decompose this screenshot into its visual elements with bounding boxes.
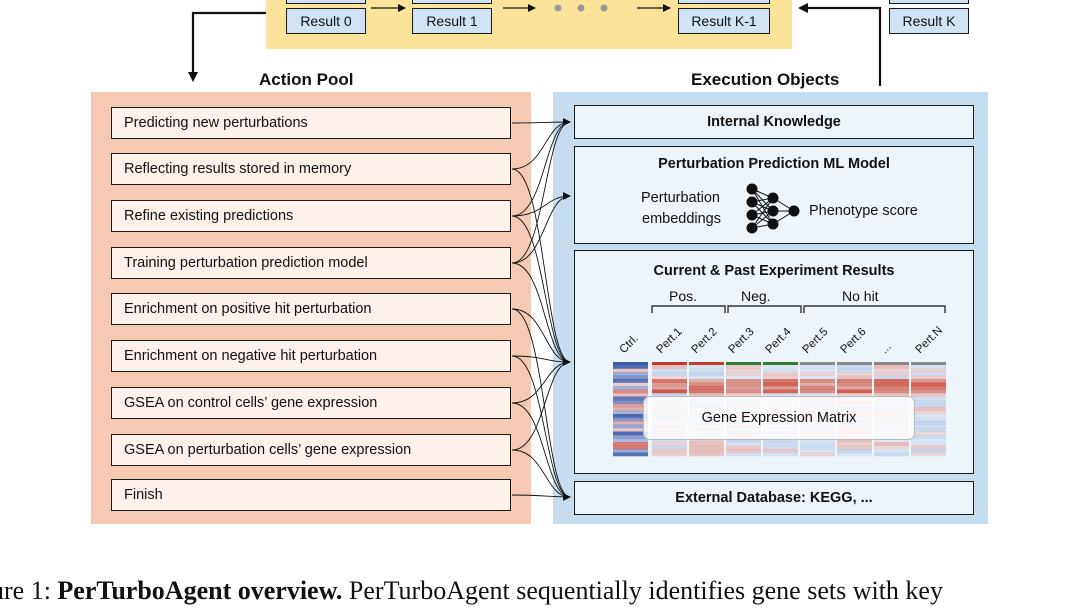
result-0-box: Result 0 <box>286 8 366 34</box>
result-k-box: Result K <box>889 8 969 34</box>
top-box-stub <box>286 0 366 4</box>
action-item-gsea-perturbation: GSEA on perturbation cells’ gene express… <box>111 434 511 466</box>
caption-prefix: ure 1: <box>0 576 51 605</box>
caption-rest: PerTurboAgent sequentially identifies ge… <box>342 576 943 605</box>
ml-model-input-line2: embeddings <box>642 211 721 227</box>
gene-expression-matrix-label: Gene Expression Matrix <box>643 396 915 440</box>
top-box-stub <box>678 0 770 4</box>
top-box-stub <box>889 0 969 4</box>
feedback-arrow-left <box>188 11 266 82</box>
experiment-results-title: Current & Past Experiment Results <box>653 263 895 279</box>
result-1-box: Result 1 <box>412 8 492 34</box>
internal-knowledge-label: Internal Knowledge <box>707 114 841 130</box>
external-db-label: External Database: KEGG, ... <box>675 490 873 506</box>
action-item-finish: Finish <box>111 479 511 511</box>
feedback-arrow-right <box>798 3 882 86</box>
top-box-stub <box>412 0 492 4</box>
group-brackets <box>651 305 946 313</box>
neural-network-icon <box>746 183 800 234</box>
action-item-predict-new: Predicting new perturbations <box>111 107 511 139</box>
action-item-refine: Refine existing predictions <box>111 200 511 232</box>
ml-model-output: Phenotype score <box>809 203 918 219</box>
group-label-negative: Neg. <box>741 288 771 304</box>
figure-caption: ure 1: PerTurboAgent overview. PerTurboA… <box>0 576 1078 606</box>
action-item-enrich-negative: Enrichment on negative hit perturbation <box>111 340 511 372</box>
action-item-train-model: Training perturbation prediction model <box>111 247 511 279</box>
action-item-gsea-control: GSEA on control cells’ gene expression <box>111 387 511 419</box>
ml-model-input-line1: Perturbation <box>641 190 720 206</box>
internal-knowledge-box <box>574 105 974 139</box>
ellipsis-dots <box>554 4 608 12</box>
action-pool-title: Action Pool <box>259 70 354 89</box>
group-label-no-hit: No hit <box>842 288 879 304</box>
result-k-minus-1-box: Result K-1 <box>678 8 770 34</box>
action-item-reflect-memory: Reflecting results stored in memory <box>111 153 511 185</box>
execution-objects-title: Execution Objects <box>691 70 840 89</box>
caption-bold: PerTurboAgent overview. <box>57 576 343 605</box>
external-db-box <box>574 481 974 515</box>
action-connectors <box>511 118 571 501</box>
group-label-positive: Pos. <box>669 288 698 304</box>
ml-model-title: Perturbation Prediction ML Model <box>658 156 890 172</box>
action-item-enrich-positive: Enrichment on positive hit perturbation <box>111 293 511 325</box>
